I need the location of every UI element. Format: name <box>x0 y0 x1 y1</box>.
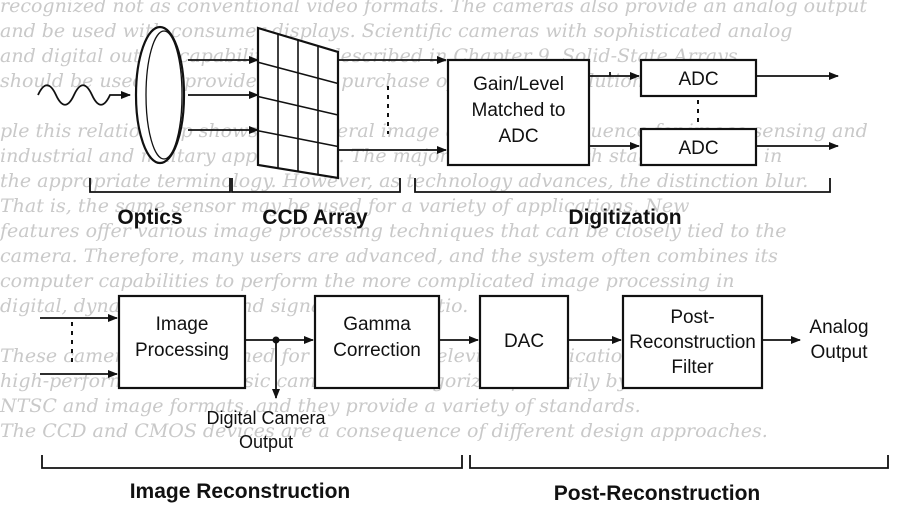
background-text-line: features offer various image processing … <box>0 220 787 242</box>
adc-top-label: ADC <box>678 69 718 90</box>
background-text-line: That is, the same sensor may be used for… <box>0 195 690 217</box>
background-text-line: the appropriate terminology. However, as… <box>0 170 809 192</box>
gain-level-line-3: ADC <box>498 126 538 147</box>
post-reconstruction-bracket <box>469 455 889 469</box>
background-text-line: camera. Therefore, many users are advanc… <box>0 245 778 267</box>
section-optics: Optics <box>117 206 182 229</box>
section-ccd-array: CCD Array <box>262 206 368 229</box>
adc-top-box <box>639 58 758 98</box>
background-text-line: and be used with consumer displays. Scie… <box>0 20 793 42</box>
image-processing-box <box>117 294 247 390</box>
gain-level-line-2: Matched to <box>472 100 566 121</box>
light-wave-icon <box>37 84 131 106</box>
background-text-line: NTSC and image formats, and they provide… <box>0 395 641 417</box>
ccd-grid-line <box>257 129 339 148</box>
section-digitization: Digitization <box>568 206 681 229</box>
adc-bottom-label: ADC <box>678 138 718 159</box>
gamma-correction-box <box>313 294 441 390</box>
post-reconstruction-filter-box <box>621 294 764 390</box>
adc-bottom-box <box>639 127 758 167</box>
gain-level-box <box>446 58 591 167</box>
filter-line-1: Post- <box>670 307 714 328</box>
background-text-line: recognized not as conventional video for… <box>0 0 867 17</box>
background-text-line: computer capabilities to perform the mor… <box>0 270 735 292</box>
optics-bracket <box>89 178 231 193</box>
filter-line-3: Filter <box>671 357 714 378</box>
ccd-array-bracket <box>231 178 401 193</box>
optics-lens-icon <box>134 25 186 165</box>
section-image-reconstruction: Image Reconstruction <box>130 480 351 503</box>
gain-level-line-1: Gain/Level <box>473 74 564 95</box>
image-processing-line-2: Processing <box>135 340 229 361</box>
ccd-array-grid-icon <box>256 26 340 180</box>
image-reconstruction-bracket <box>41 455 463 469</box>
digitization-bracket <box>414 178 831 193</box>
background-text-line: The CCD and CMOS devices are a consequen… <box>0 420 768 442</box>
ccd-grid-line <box>257 95 339 116</box>
digital-camera-output-line-2: Output <box>239 432 293 452</box>
dac-box <box>478 294 570 390</box>
image-processing-line-1: Image <box>156 314 209 335</box>
digital-camera-output-line-1: Digital Camera <box>206 408 326 428</box>
section-post-reconstruction: Post-Reconstruction <box>554 482 761 505</box>
dac-label: DAC <box>504 331 544 352</box>
analog-output-line-1: Analog <box>809 317 868 338</box>
filter-line-2: Reconstruction <box>629 332 756 353</box>
analog-output-line-2: Output <box>810 342 868 363</box>
gamma-correction-line-2: Correction <box>333 340 421 361</box>
gamma-correction-line-1: Gamma <box>343 314 411 335</box>
